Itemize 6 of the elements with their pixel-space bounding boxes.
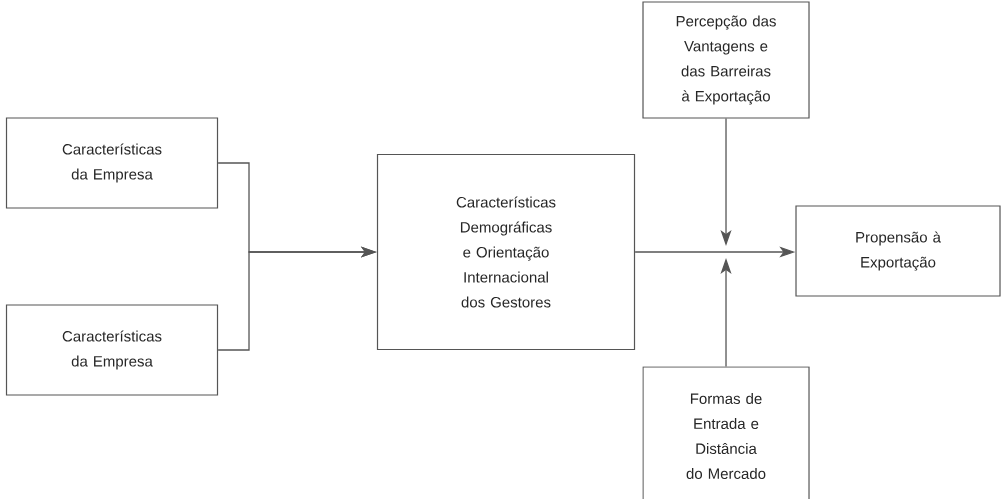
process-box: Características da Empresa — [5, 117, 219, 209]
process-box: Formas de Entrada e Distância do Mercado — [642, 366, 810, 499]
process-box: Propensão à Exportação — [795, 205, 1001, 297]
process-box: Percepção das Vantagens e das Barreiras à Exportação — [642, 1, 810, 119]
process-box: Características da Empresa — [5, 304, 219, 396]
process-box: Características Demográficas e Orientação Internacional dos Gestores — [376, 153, 636, 351]
